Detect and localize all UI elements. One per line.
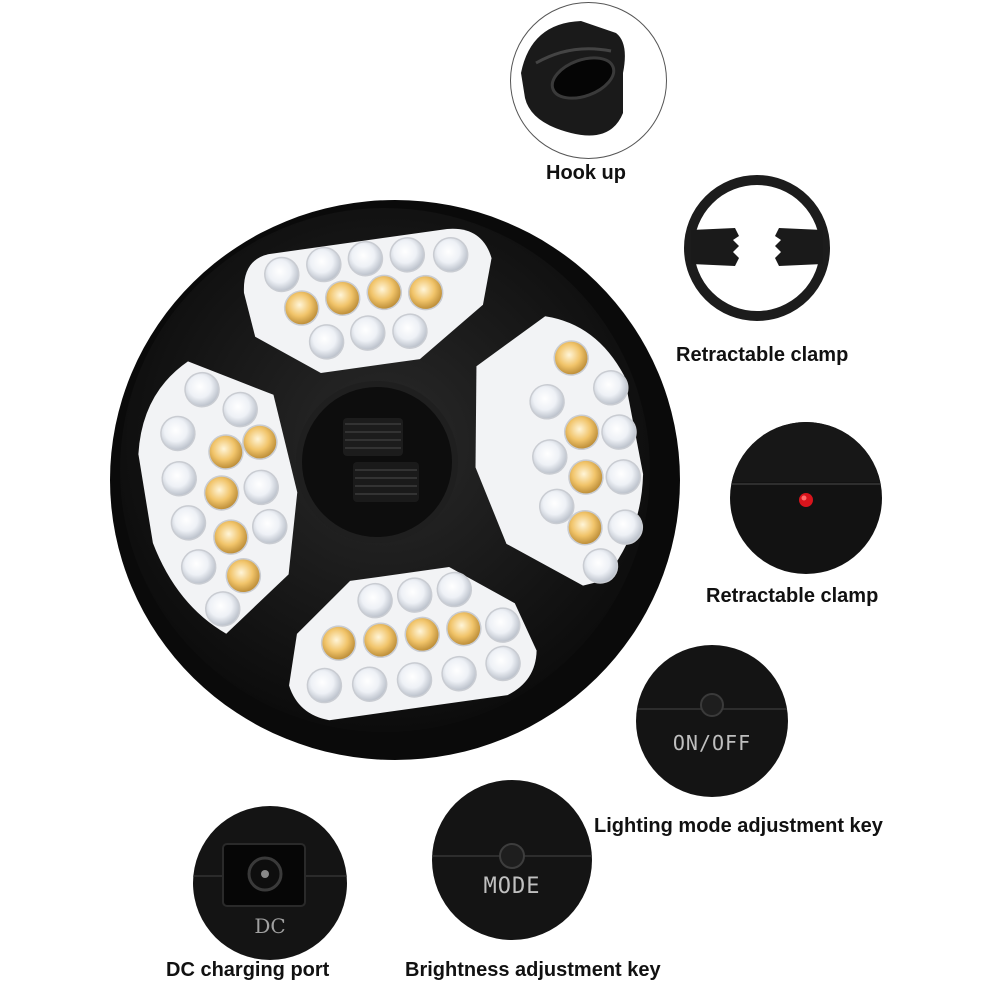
mode-detail-image: MODE xyxy=(432,780,592,940)
cool-led xyxy=(347,240,384,277)
cool-led xyxy=(252,508,288,545)
cool-led xyxy=(441,655,477,692)
cool-led xyxy=(205,591,241,627)
clamp-jaw-left xyxy=(691,228,739,266)
umbrella-light-photo xyxy=(95,180,685,770)
dc-printed-label: DC xyxy=(254,914,286,938)
cool-led xyxy=(529,384,565,420)
warm-led xyxy=(366,274,403,311)
cool-led xyxy=(308,324,345,360)
warm-led xyxy=(446,610,482,647)
hook-label: Hook up xyxy=(546,162,626,184)
cool-led xyxy=(532,439,568,475)
cool-led xyxy=(306,246,342,283)
warm-led xyxy=(404,616,440,653)
mode-printed-label: MODE xyxy=(483,874,541,899)
cool-led xyxy=(160,415,196,452)
cool-led xyxy=(243,469,279,506)
warm-led xyxy=(407,274,444,311)
cool-led xyxy=(184,371,220,408)
hub-clamp-jaws xyxy=(343,418,419,502)
warm-led xyxy=(283,290,320,326)
mode-button xyxy=(499,843,525,869)
cool-led xyxy=(538,488,575,525)
clamp-ring-image xyxy=(683,174,831,322)
cool-led xyxy=(264,256,300,293)
cool-led xyxy=(593,370,629,406)
lamp-illustration xyxy=(110,200,680,760)
cool-led xyxy=(436,571,473,608)
power-printed-label: ON/OFF xyxy=(672,731,752,755)
cool-led xyxy=(582,548,619,584)
cool-led xyxy=(357,582,393,619)
hook-hole xyxy=(550,56,616,100)
cool-led xyxy=(161,460,197,497)
warm-led xyxy=(553,340,589,376)
warm-led xyxy=(242,424,278,460)
cool-led xyxy=(396,662,433,698)
indicator-detail-image xyxy=(730,422,882,574)
dc-label: DC charging port xyxy=(166,959,330,981)
cool-led xyxy=(170,505,207,541)
cool-led xyxy=(350,315,386,351)
mode-label: Brightness adjustment key xyxy=(405,959,661,981)
cool-led xyxy=(396,577,433,613)
cool-led xyxy=(392,313,428,349)
warm-led xyxy=(563,414,600,451)
cool-led xyxy=(607,509,644,545)
cool-led xyxy=(180,549,217,585)
warm-led xyxy=(362,622,399,659)
warm-led xyxy=(203,475,240,511)
cool-led xyxy=(485,645,521,682)
dc-detail-image: DC xyxy=(193,806,347,960)
led-panel-top xyxy=(243,228,492,373)
cool-led xyxy=(389,237,426,273)
cool-led xyxy=(306,667,343,704)
indicator-label: Retractable clamp xyxy=(706,585,879,607)
warm-led xyxy=(567,509,603,546)
clamp-jaw-right xyxy=(775,228,823,266)
cool-led xyxy=(432,237,469,273)
power-detail-image: ON/OFF xyxy=(636,645,788,797)
power-button xyxy=(700,693,724,717)
warm-led xyxy=(213,519,249,555)
cool-led xyxy=(222,391,258,428)
clamp-ring xyxy=(684,175,830,321)
warm-led xyxy=(320,625,357,661)
cool-led xyxy=(601,414,637,450)
warm-led xyxy=(225,557,262,594)
power-label: Lighting mode adjustment key xyxy=(594,815,883,837)
warm-led xyxy=(568,459,604,495)
clamp-label: Retractable clamp xyxy=(676,344,849,366)
cool-led xyxy=(605,459,642,495)
cool-led xyxy=(351,666,388,702)
hook-detail-image xyxy=(510,2,667,159)
cool-led xyxy=(484,607,521,643)
warm-led xyxy=(208,434,244,470)
indicator-led xyxy=(799,493,813,507)
warm-led xyxy=(324,280,361,316)
